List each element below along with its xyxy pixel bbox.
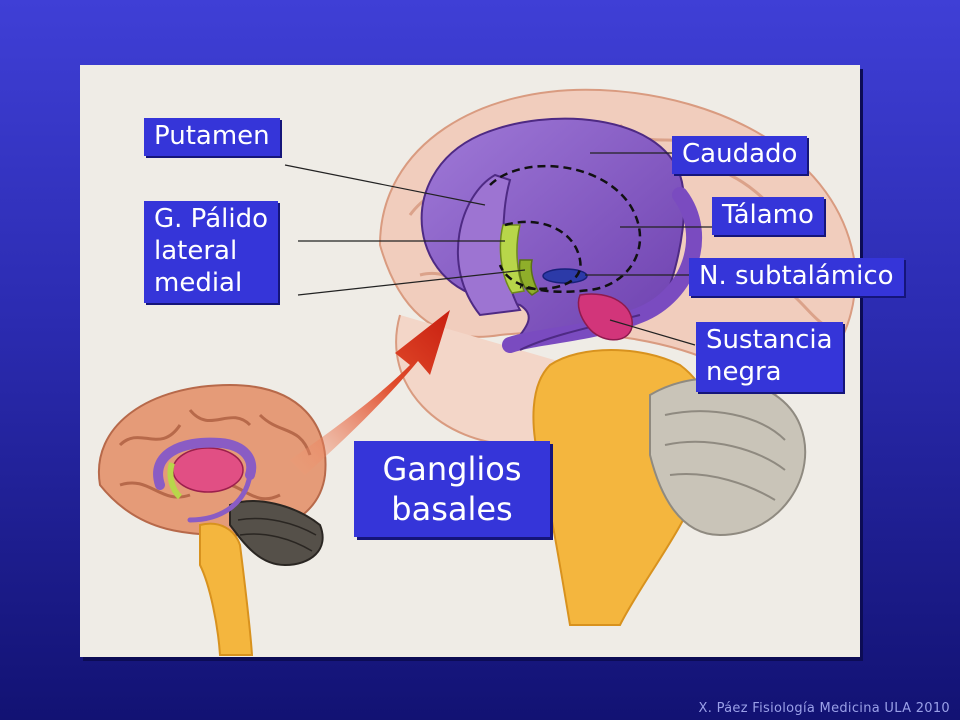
substantia-nigra-shape bbox=[577, 293, 633, 341]
title-line1: Ganglios bbox=[382, 450, 522, 488]
small-brain bbox=[97, 383, 327, 656]
leader-lines bbox=[284, 152, 712, 346]
label-thalamus: Tálamo bbox=[712, 197, 824, 235]
credit-text: X. Páez Fisiología Medicina ULA 2010 bbox=[698, 701, 950, 716]
dashed-outlines bbox=[489, 164, 642, 293]
label-subthalamic: N. subtalámico bbox=[689, 258, 904, 296]
label-substantia-nigra: Sustancia negra bbox=[696, 322, 843, 392]
label-substantia-nigra-line1: Sustancia bbox=[706, 325, 833, 355]
label-globus-pallidus-line3: medial bbox=[154, 268, 243, 298]
large-brainstem bbox=[532, 349, 807, 626]
label-caudate: Caudado bbox=[672, 136, 808, 174]
title-box: Ganglios basales bbox=[354, 441, 550, 537]
basal-ganglia-illustration bbox=[97, 88, 857, 656]
putamen-shape bbox=[457, 173, 522, 317]
label-globus-pallidus-line2: lateral bbox=[154, 236, 238, 266]
label-globus-pallidus-line1: G. Pálido bbox=[154, 204, 268, 234]
label-substantia-nigra-line2: negra bbox=[706, 357, 782, 387]
label-globus-pallidus: G. Pálido lateral medial bbox=[144, 201, 278, 303]
arrow-pointer bbox=[290, 310, 450, 475]
subthalamic-shape bbox=[542, 268, 588, 284]
label-putamen: Putamen bbox=[144, 118, 280, 156]
title-line2: basales bbox=[391, 490, 513, 528]
